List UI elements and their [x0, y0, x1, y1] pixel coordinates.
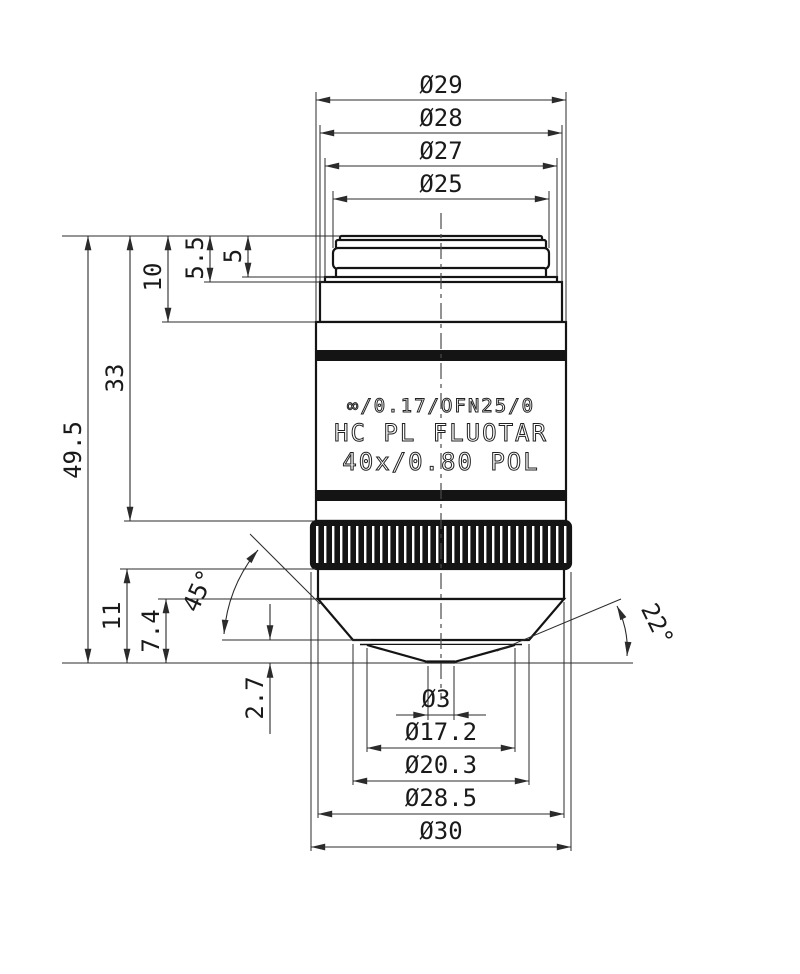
dim-label-diameter-17-2: Ø17.2	[405, 718, 477, 746]
dim-label-diameter-27: Ø27	[419, 137, 462, 165]
dimension-left-heights: 49.5 33 10 5.5 5	[59, 235, 252, 664]
nose-taper	[315, 597, 567, 642]
dim-label-5: 5	[219, 249, 247, 263]
dim-label-diameter-28-5: Ø28.5	[405, 784, 477, 812]
engraved-text: ∞/0.17/OFN25/0 HC PL FLUOTAR 40x/0.80 PO…	[334, 395, 548, 477]
dim-label-diameter-20-3: Ø20.3	[405, 751, 477, 779]
engraving-spec-line: ∞/0.17/OFN25/0	[347, 395, 535, 417]
dimension-top-diameters: Ø29 Ø28 Ø27 Ø25	[315, 71, 567, 203]
dim-label-5-5: 5.5	[181, 236, 209, 279]
dim-label-diameter-25: Ø25	[419, 170, 462, 198]
engraving-magnification-line: 40x/0.80 POL	[342, 448, 539, 476]
dimension-angle-45: 45°	[177, 533, 321, 635]
dim-label-11: 11	[98, 602, 126, 631]
dim-label-49-5: 49.5	[59, 421, 87, 479]
dim-label-diameter-28: Ø28	[419, 104, 462, 132]
dim-label-diameter-30: Ø30	[419, 817, 462, 845]
dim-label-33: 33	[101, 364, 129, 393]
dim-label-angle-22: 22°	[635, 599, 679, 650]
engraving-series-line: HC PL FLUOTAR	[334, 419, 548, 447]
dim-label-diameter-3: Ø3	[422, 685, 451, 713]
dimension-lower-left-heights: 11 7.4 2.7	[98, 568, 274, 734]
dim-label-7-4: 7.4	[137, 609, 165, 652]
dimension-bottom-diameters: Ø3 Ø17.2 Ø20.3 Ø28.5 Ø30	[310, 685, 572, 851]
dim-label-10: 10	[139, 263, 167, 292]
dim-label-diameter-29: Ø29	[419, 71, 462, 99]
dim-label-angle-45: 45°	[177, 565, 220, 616]
dim-label-2-7: 2.7	[241, 676, 269, 719]
